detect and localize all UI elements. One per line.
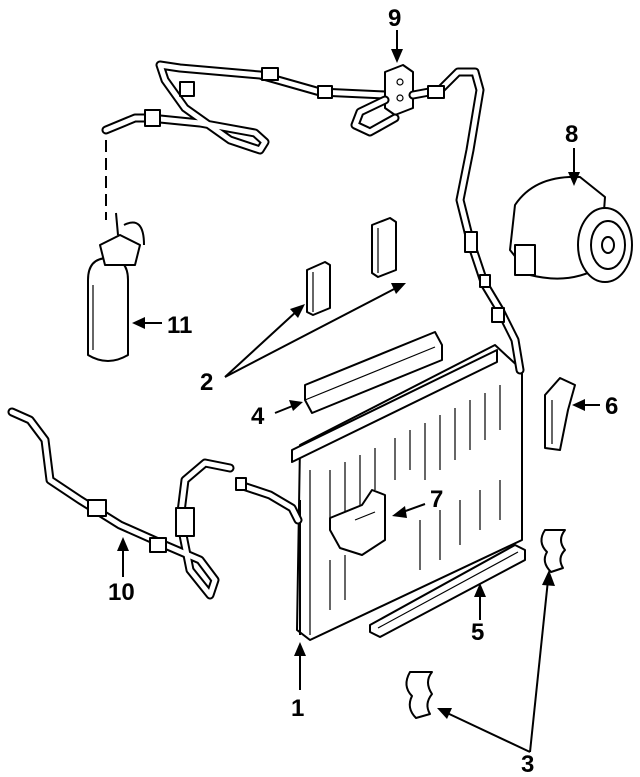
callout-7: 7 [430,486,443,513]
accumulator [87,140,145,362]
side-bracket [544,377,576,451]
callout-11: 11 [167,312,192,339]
lower-seal [369,544,526,638]
callout-3: 3 [521,751,534,777]
callout-4: 4 [251,403,265,430]
callout-labels: 1 2 3 4 5 6 7 8 9 10 11 [108,5,618,777]
callout-10: 10 [108,579,135,606]
callout-5: 5 [471,619,484,646]
condenser-bracket [329,489,386,556]
callout-8: 8 [565,121,578,148]
liquid-line [7,407,303,600]
upper-brackets [306,217,397,316]
condenser [291,344,523,641]
leader-lines [117,30,600,753]
callout-1: 1 [291,695,304,722]
callout-2: 2 [200,369,213,396]
callout-9: 9 [388,5,401,32]
compressor [509,175,633,283]
manifold-block [350,64,414,137]
suction-hose [101,60,390,155]
condenser-seal [304,331,443,414]
callout-6: 6 [605,393,618,420]
discharge-hose [408,67,525,375]
clips [405,529,566,719]
